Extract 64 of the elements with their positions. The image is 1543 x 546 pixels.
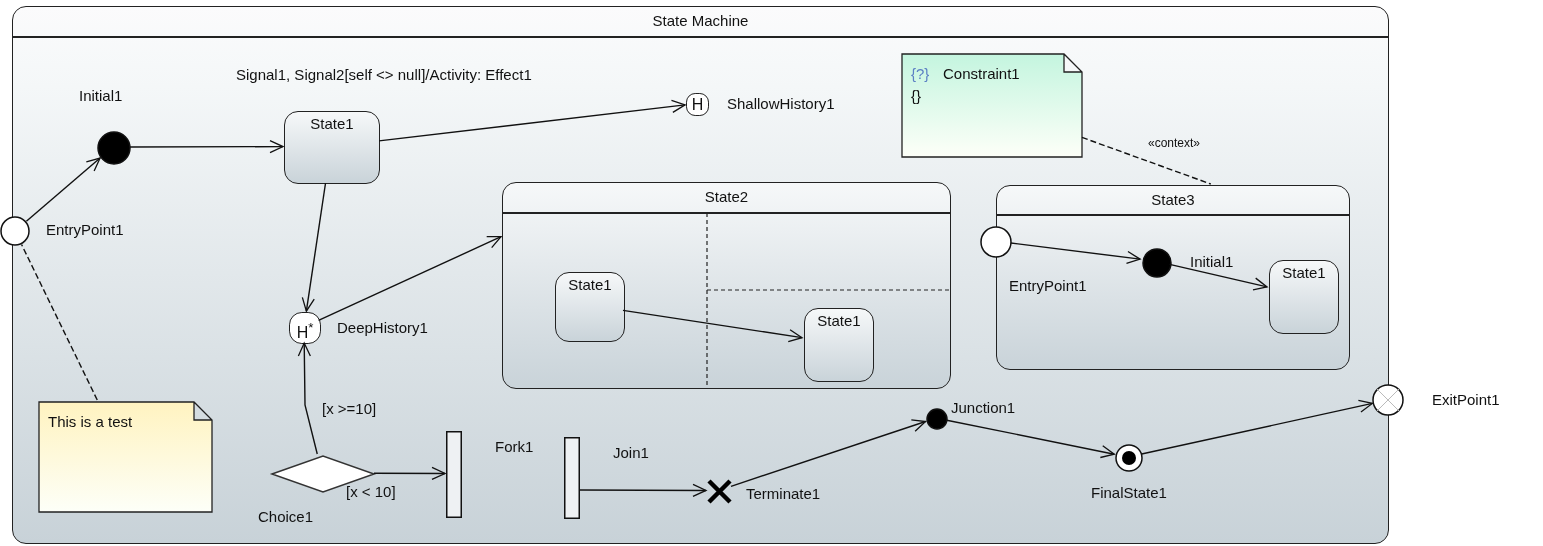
- state-box: [284, 111, 380, 184]
- transition-arrow: [25, 157, 101, 222]
- state-label: Junction1: [951, 399, 1016, 417]
- state-box: [1269, 260, 1339, 334]
- transition-arrow: [578, 483, 707, 498]
- state-label: EntryPoint1: [46, 221, 124, 239]
- history-state: [289, 312, 321, 344]
- initial-state-dot: [1142, 248, 1172, 278]
- fork-bar: [446, 431, 462, 518]
- state-name: State1: [1281, 264, 1327, 282]
- state-label: Join1: [613, 444, 649, 462]
- dashed-connector: [1081, 136, 1212, 185]
- constraint-icon: {?}: [911, 65, 930, 83]
- state-name: State1: [309, 115, 355, 133]
- state-label: ShallowHistory1: [727, 95, 835, 113]
- composite-state-box: [996, 185, 1350, 370]
- edge-label: [x < 10]: [346, 483, 396, 501]
- transition-arrow: [1010, 242, 1141, 265]
- state-label: Choice1: [258, 508, 314, 526]
- state-label: FinalState1: [1091, 484, 1167, 502]
- transition-arrow: [730, 419, 927, 488]
- state-label: EntryPoint1: [1009, 277, 1087, 295]
- state-label: Fork1: [495, 438, 534, 456]
- exit-point-circle: [1372, 384, 1404, 416]
- transition-arrow: [297, 342, 318, 455]
- transition-arrow: [1168, 263, 1268, 291]
- state-name: State3: [1150, 190, 1196, 209]
- constraint-body: {}: [911, 87, 922, 105]
- edge-label: «context»: [1148, 135, 1201, 152]
- transition-arrow: [378, 99, 686, 142]
- dashed-connector: [20, 243, 98, 401]
- constraint-name: Constraint1: [943, 65, 1020, 83]
- edge-label: Signal1, Signal2[self <> null]/Activity: Effect1: [236, 66, 532, 84]
- state-name: State1: [567, 276, 613, 294]
- final-state-symbol: [1115, 444, 1143, 472]
- transition-arrow: [946, 419, 1115, 459]
- entry-point-circle: [0, 216, 30, 246]
- state-label: Initial1: [79, 87, 123, 105]
- history-symbol: H: [690, 95, 705, 114]
- initial-state-dot: [97, 131, 131, 165]
- history-symbol: H$^{*}$: [295, 319, 315, 343]
- transition-arrow: [129, 140, 284, 154]
- state-box: [804, 308, 874, 382]
- state-label: Initial1: [1190, 253, 1234, 271]
- transition-arrow: [1141, 399, 1374, 455]
- transition-arrow: [317, 236, 502, 322]
- state-name: State2: [703, 188, 750, 206]
- junction-dot: [926, 408, 948, 430]
- transition-arrow: [373, 466, 446, 481]
- state-name: State1: [816, 312, 862, 330]
- transition-arrow: [622, 309, 803, 343]
- state-label: ExitPoint1: [1432, 391, 1500, 409]
- edge-label: [x >=10]: [322, 400, 377, 418]
- transition-arrow: [301, 182, 327, 312]
- terminate-cross: [707, 479, 732, 504]
- state-label: DeepHistory1: [337, 319, 428, 337]
- state-name: State Machine: [651, 12, 750, 30]
- join-bar: [564, 437, 580, 519]
- entry-point-circle: [980, 226, 1012, 258]
- state-machine-frame: [12, 6, 1389, 544]
- state-label: Terminate1: [746, 485, 821, 503]
- composite-state-box: [502, 182, 951, 389]
- note-text: This is a test: [48, 413, 133, 431]
- state-box: [555, 272, 625, 342]
